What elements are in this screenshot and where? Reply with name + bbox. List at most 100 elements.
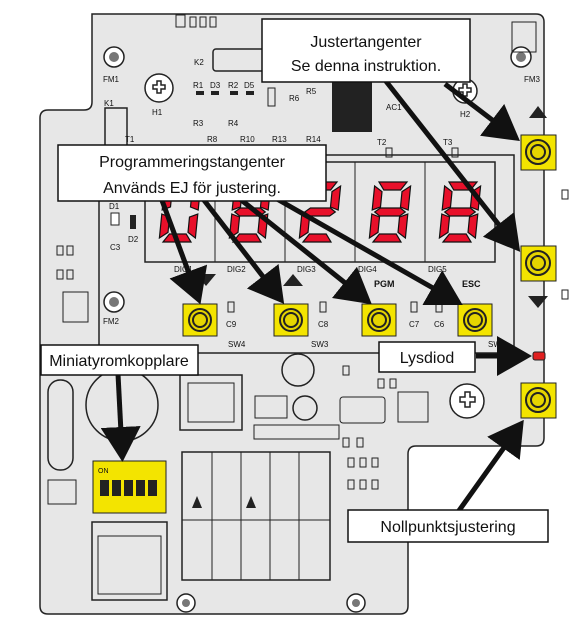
callout-miniatyr: Miniatyromkopplare [40, 344, 199, 376]
callout-programmering-line1: Programmeringstangenter [99, 154, 286, 171]
segment-c [397, 213, 409, 240]
segment-e [228, 213, 241, 240]
segment-c [467, 213, 479, 240]
segment-b [329, 184, 342, 211]
mounting-hole-icon [103, 291, 125, 313]
label-r14: R14 [306, 135, 321, 144]
label-r8: R8 [207, 135, 218, 144]
segment-a [377, 181, 409, 191]
mounting-hole-icon [346, 593, 366, 613]
up-arrow-icon [529, 106, 547, 118]
transistor-t3 [451, 147, 459, 158]
dip-switch[interactable]: ON [92, 460, 167, 514]
seven-segment-display [158, 162, 482, 262]
label-d2: D2 [128, 235, 139, 244]
callout-miniatyr-text: Miniatyromkopplare [49, 353, 189, 370]
pad-right-2 [561, 289, 569, 300]
label-t1: T1 [125, 135, 135, 144]
button-pgm[interactable] [361, 303, 397, 337]
callout-programmering: Programmeringstangenter Används EJ för j… [57, 144, 327, 202]
dip-toggle-5[interactable] [148, 480, 157, 496]
label-t3: T3 [443, 138, 453, 147]
transformer [179, 374, 243, 431]
label-k1: K1 [104, 99, 114, 108]
label-h1: H1 [152, 108, 163, 117]
mounting-hole-icon [510, 46, 532, 68]
resistor-r1 [196, 91, 204, 95]
crystal [339, 396, 386, 424]
label-dip-on: ON [98, 468, 109, 475]
label-d1: D1 [109, 202, 120, 211]
label-pgm: PGM [374, 279, 395, 289]
button-up[interactable] [273, 303, 309, 337]
segment-f [441, 184, 453, 211]
segment-d [441, 233, 473, 243]
callout-justertangenter-line2: Se denna instruktion. [291, 58, 441, 75]
terminal-block [181, 451, 331, 581]
callout-justertangenter: Justertangenter Se denna instruktion. [261, 18, 471, 83]
component-d2 [130, 215, 136, 229]
label-r2: R2 [228, 81, 239, 90]
adjust-down-button[interactable] [520, 245, 557, 282]
capacitor-c8 [319, 301, 327, 313]
dip-toggle-3[interactable] [124, 480, 133, 496]
label-esc: ESC [462, 279, 481, 289]
callout-nollpunkt-text: Nollpunktsjustering [380, 519, 515, 536]
label-dig5: DIG5 [428, 265, 447, 274]
label-dig4: DIG4 [358, 265, 377, 274]
dip-toggle-4[interactable] [136, 480, 145, 496]
callout-lysdiod-text: Lysdiod [400, 350, 455, 367]
connector-mid [254, 395, 288, 419]
label-dig3: DIG3 [297, 265, 316, 274]
label-fm1: FM1 [103, 75, 120, 84]
top-connector [175, 14, 217, 28]
label-r4: R4 [228, 119, 239, 128]
led-indicator [532, 351, 546, 361]
mounting-hole-icon [176, 593, 196, 613]
terminal-block-left [91, 521, 168, 601]
label-t2: T2 [377, 138, 387, 147]
screw-icon [449, 383, 485, 419]
callout-programmering-line2: Används EJ för justering. [103, 180, 281, 197]
component-d1 [110, 212, 120, 226]
component-r6 [267, 87, 276, 107]
down-arrow-icon [528, 296, 548, 308]
capacitor-c7 [410, 301, 418, 313]
adjust-up-button[interactable] [520, 134, 557, 171]
label-fm3: FM3 [524, 75, 541, 84]
slot-left [47, 379, 74, 471]
label-dig2: DIG2 [227, 265, 246, 274]
label-c7: C7 [409, 320, 420, 329]
segment-f [371, 184, 383, 211]
small-pads-left [56, 245, 74, 280]
segment-g [443, 207, 477, 217]
label-r1: R1 [193, 81, 204, 90]
segment-b [399, 184, 412, 211]
label-r13: R13 [272, 135, 287, 144]
dip-toggle-1[interactable] [100, 480, 109, 496]
label-sw1: SW1 [488, 340, 506, 349]
transistor-t2 [385, 147, 393, 158]
label-h2: H2 [460, 110, 471, 119]
segment-e [368, 213, 381, 240]
label-d5: D5 [244, 81, 255, 90]
screw-icon [144, 73, 174, 103]
dip-toggle-2[interactable] [112, 480, 121, 496]
diode-d3 [211, 91, 219, 95]
ic-left [62, 291, 89, 323]
mounting-hole-icon [103, 46, 125, 68]
button-down[interactable] [182, 303, 218, 337]
label-c9: C9 [226, 320, 237, 329]
capacitor-c9 [227, 301, 235, 313]
callout-nollpunkt: Nollpunktsjustering [347, 509, 549, 543]
resistor-r2 [230, 91, 238, 95]
zero-point-button[interactable] [520, 382, 557, 419]
label-r3: R3 [193, 119, 204, 128]
up-arrow-icon [283, 274, 303, 286]
label-c6: C6 [434, 320, 445, 329]
segment-d [301, 233, 333, 243]
transformer-inner [187, 382, 235, 423]
button-esc[interactable] [457, 303, 493, 337]
label-k2: K2 [194, 58, 204, 67]
